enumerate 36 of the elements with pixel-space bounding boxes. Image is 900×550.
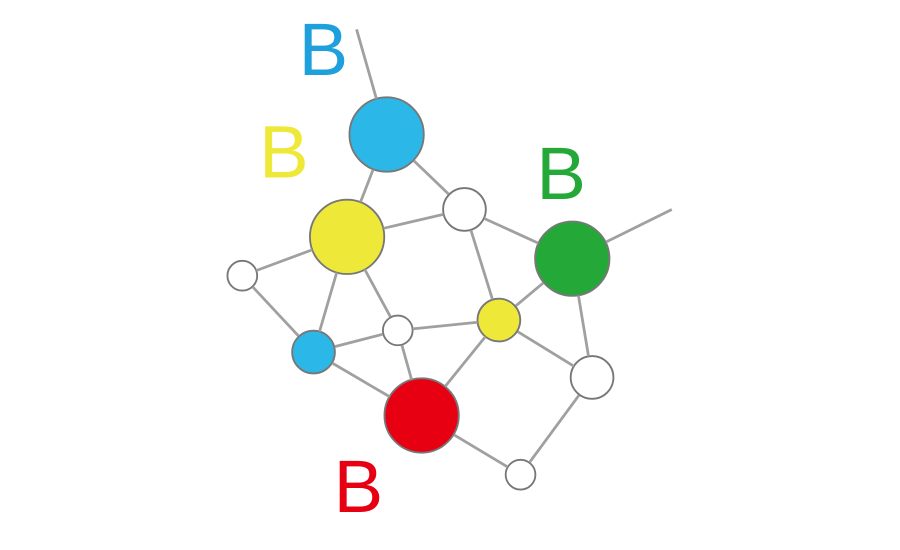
node-label: B xyxy=(258,110,308,194)
connector xyxy=(354,28,378,99)
connector xyxy=(251,286,300,337)
connector xyxy=(363,268,392,318)
connector xyxy=(528,394,580,464)
node-circle xyxy=(442,187,486,232)
node-label: B xyxy=(298,8,348,92)
node-circle xyxy=(504,458,536,490)
node-label: B xyxy=(536,132,586,216)
node-circle xyxy=(534,220,610,297)
connector xyxy=(514,282,544,307)
connector xyxy=(444,336,486,388)
connector xyxy=(358,169,374,202)
connector xyxy=(255,248,312,272)
node-circle xyxy=(226,260,258,292)
connector xyxy=(516,330,574,368)
connector xyxy=(452,434,508,468)
connector xyxy=(331,362,390,398)
connector xyxy=(318,272,338,332)
connector xyxy=(576,295,590,356)
connector xyxy=(412,320,478,330)
node-circle xyxy=(348,96,424,173)
connector xyxy=(483,217,538,244)
connector xyxy=(469,230,494,300)
node-circle xyxy=(308,198,385,275)
connector xyxy=(400,344,412,380)
node-circle xyxy=(476,298,521,342)
node-circle xyxy=(290,330,336,374)
connector xyxy=(604,208,672,244)
node-circle xyxy=(381,314,414,346)
node-circle xyxy=(383,377,460,454)
node-circle xyxy=(569,355,614,400)
connector xyxy=(382,213,444,230)
connector xyxy=(412,160,449,196)
connector xyxy=(334,332,383,348)
node-label: B xyxy=(333,445,383,528)
